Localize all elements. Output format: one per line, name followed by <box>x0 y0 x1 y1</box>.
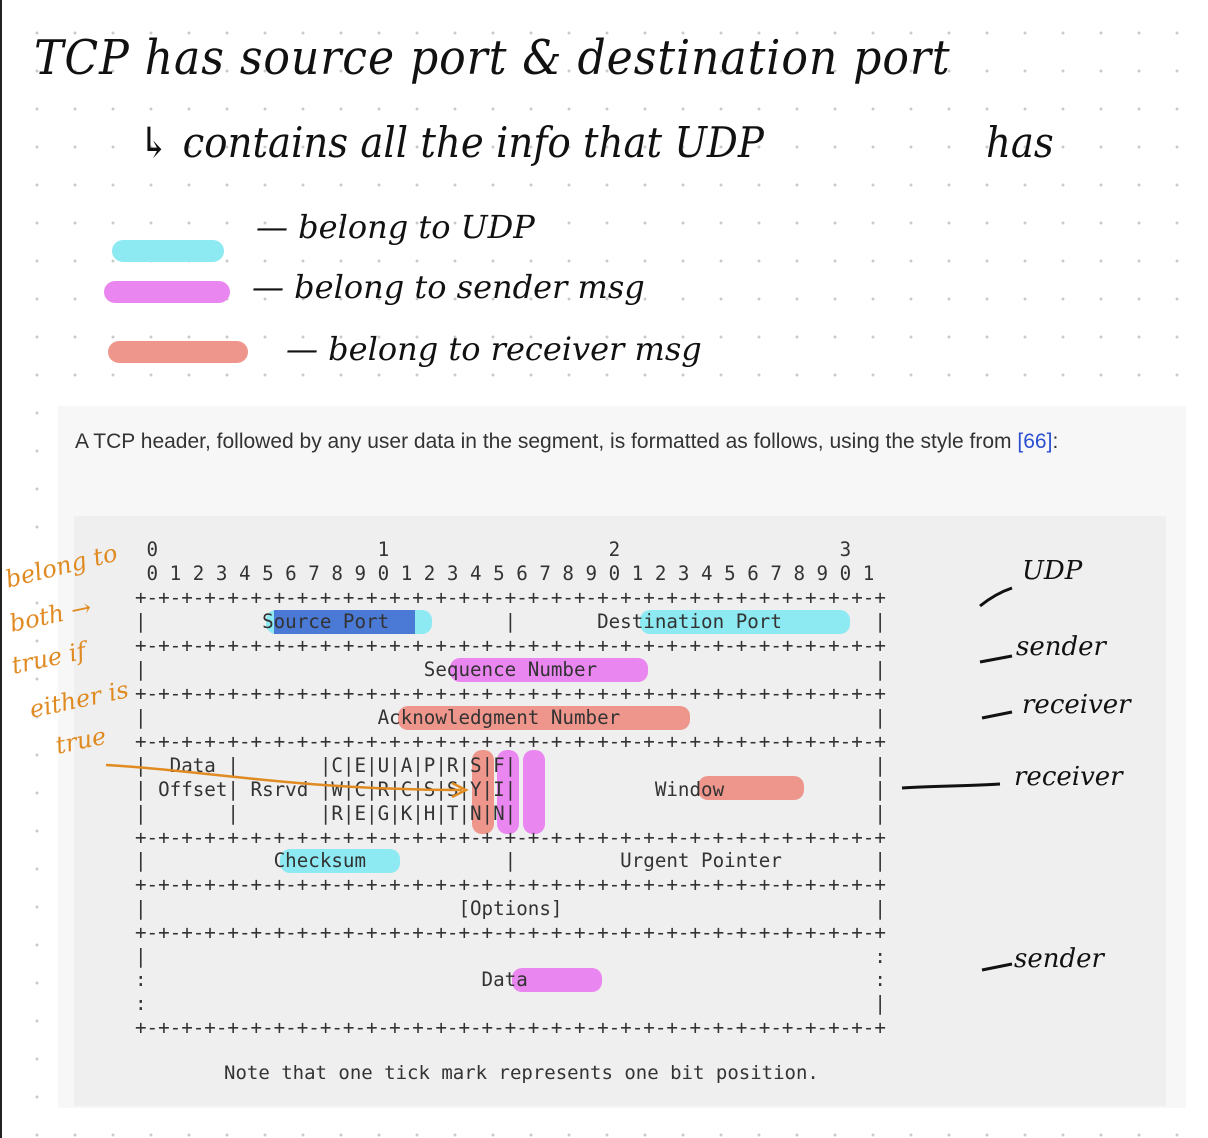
highlight-syn-flag <box>497 750 519 834</box>
footnote: Note that one tick mark represents one b… <box>224 1062 819 1084</box>
diagram-line-20: +-+-+-+-+-+-+-+-+-+-+-+-+-+-+-+-+-+-+-+-… <box>135 1016 886 1039</box>
handwritten-line-2: ↳ contains all the info that UDP <box>138 118 764 167</box>
dash-receiver-window <box>901 782 1001 790</box>
handwritten-line-1: TCP has source port & destination port <box>34 30 951 86</box>
legend-swatch-receiver <box>108 341 248 363</box>
selection-source-port <box>274 610 415 634</box>
diagram-line-12: +-+-+-+-+-+-+-+-+-+-+-+-+-+-+-+-+-+-+-+-… <box>135 826 886 849</box>
diagram-line-11: | | |R|E|G|K|H|T|N|N| | <box>135 802 886 825</box>
highlight-checksum <box>280 849 400 873</box>
handwritten-line-2-end: has <box>986 118 1054 167</box>
reference-link[interactable]: [66] <box>1017 430 1053 453</box>
diagram-line-7: | Acknowledgment Number | <box>135 706 886 729</box>
dash-sender-data <box>981 962 1013 972</box>
right-note-sender: sender <box>1016 632 1106 662</box>
diagram-line-8: +-+-+-+-+-+-+-+-+-+-+-+-+-+-+-+-+-+-+-+-… <box>135 730 886 753</box>
diagram-line-17: | : <box>135 945 886 968</box>
intro-paragraph: A TCP header, followed by any user data … <box>75 424 1145 460</box>
diagram-line-2: +-+-+-+-+-+-+-+-+-+-+-+-+-+-+-+-+-+-+-+-… <box>135 586 886 609</box>
intro-text: A TCP header, followed by any user data … <box>75 430 1012 453</box>
dash-receiver <box>981 710 1013 720</box>
diagram-line-19: : | <box>135 992 886 1015</box>
left-border <box>0 0 2 1138</box>
diagram-line-15: | [Options] | <box>135 897 886 920</box>
intro-suffix: : <box>1052 430 1059 453</box>
diagram-line-16: +-+-+-+-+-+-+-+-+-+-+-+-+-+-+-+-+-+-+-+-… <box>135 921 886 944</box>
dash-udp <box>979 586 1013 608</box>
highlight-destination-port <box>640 610 850 634</box>
orange-arrow-head <box>451 781 469 799</box>
highlight-window <box>698 776 804 800</box>
diagram-line-0: 0 1 2 3 <box>135 538 852 561</box>
highlight-sequence-number <box>450 658 648 682</box>
highlight-acknowledgment-number <box>398 706 690 730</box>
right-note-udp: UDP <box>1022 556 1083 586</box>
diagram-line-4: +-+-+-+-+-+-+-+-+-+-+-+-+-+-+-+-+-+-+-+-… <box>135 634 886 657</box>
right-note-receiver-window: receiver <box>1014 762 1123 792</box>
diagram-line-13: | Checksum | Urgent Pointer | <box>135 849 886 872</box>
diagram-line-3: | Source Port | Destination Port | <box>135 610 886 633</box>
highlight-rst-flag <box>472 750 494 834</box>
legend-swatch-sender <box>104 281 230 303</box>
right-note-receiver: receiver <box>1022 690 1131 720</box>
legend-label-receiver: — belong to receiver msg <box>286 330 702 368</box>
highlight-data <box>512 968 602 992</box>
right-note-sender-data: sender <box>1014 944 1104 974</box>
diagram-line-14: +-+-+-+-+-+-+-+-+-+-+-+-+-+-+-+-+-+-+-+-… <box>135 873 886 896</box>
highlight-fin-flag <box>523 750 545 834</box>
orange-arrow-line <box>105 763 463 792</box>
legend-label-udp: — belong to UDP <box>256 208 535 246</box>
code-block <box>74 516 1166 1106</box>
dash-sender <box>979 654 1013 664</box>
legend-swatch-udp <box>112 240 224 262</box>
diagram-line-5: | Sequence Number | <box>135 658 886 681</box>
diagram-line-1: 0 1 2 3 4 5 6 7 8 9 0 1 2 3 4 5 6 7 8 9 … <box>135 562 875 585</box>
legend-label-sender: — belong to sender msg <box>252 268 645 306</box>
diagram-line-9: | Data | |C|E|U|A|P|R|S|F| | <box>135 754 886 777</box>
diagram-line-6: +-+-+-+-+-+-+-+-+-+-+-+-+-+-+-+-+-+-+-+-… <box>135 682 886 705</box>
diagram-line-18: : Data : <box>135 968 886 991</box>
